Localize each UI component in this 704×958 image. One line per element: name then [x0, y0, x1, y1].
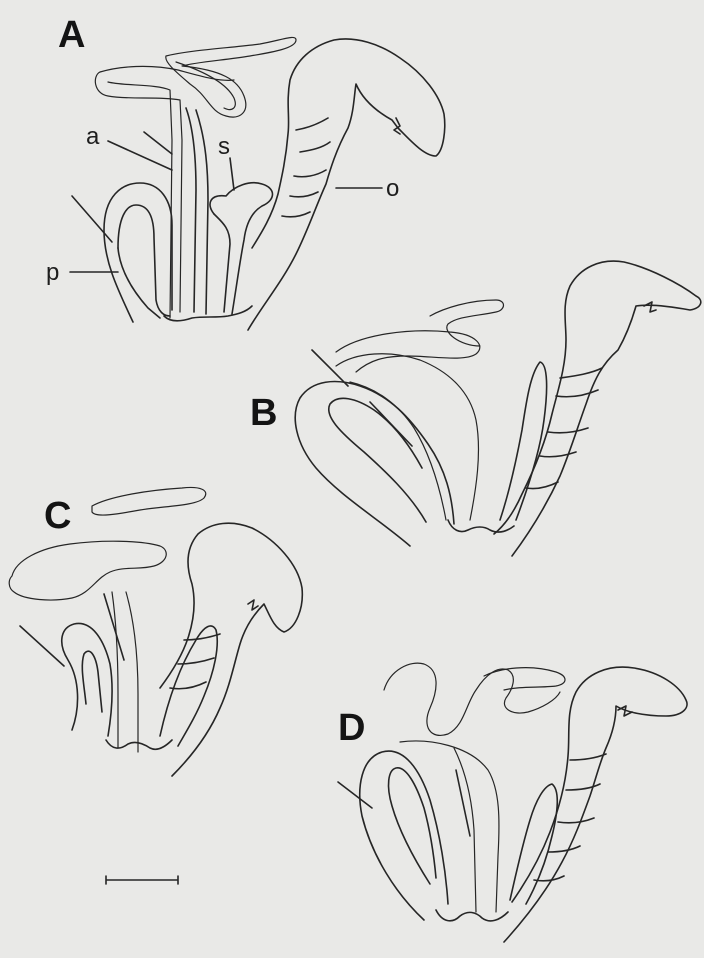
- panel-c-base: [106, 740, 172, 749]
- panel-d-flagellum: [384, 663, 560, 735]
- panel-d-flagellum-2: [484, 668, 565, 690]
- panel-b-stylet: [370, 402, 412, 446]
- panel-c-penis-sheath: [62, 623, 112, 736]
- label-a: a: [86, 123, 100, 150]
- panel-a-spermatheca: [210, 183, 273, 314]
- panel-b-penis-inner: [329, 398, 426, 522]
- panel-b-base: [448, 520, 514, 532]
- panel-b: B: [250, 261, 701, 556]
- panel-letter-a: A: [58, 14, 85, 56]
- panel-a: A a s o p: [46, 14, 445, 330]
- panel-d-penis-inner: [389, 768, 436, 884]
- scale-bar: [106, 876, 178, 884]
- panel-c-penis-inner: [82, 651, 102, 712]
- panel-d-base: [436, 910, 508, 921]
- panel-c-atrium-duct: [112, 592, 118, 748]
- panel-d-spermatheca: [510, 784, 557, 904]
- panel-b-retractor: [312, 350, 348, 386]
- panel-a-leader-a: [108, 141, 172, 170]
- panel-a-small-stylet: [144, 132, 172, 154]
- panel-a-penis-sheath: [104, 183, 172, 322]
- panel-a-vagina: [186, 108, 196, 312]
- panel-a-retractor: [72, 196, 112, 242]
- panel-c-flagellum: [92, 487, 206, 515]
- panel-letter-b: B: [250, 392, 277, 434]
- panel-a-flagellum: [166, 37, 296, 117]
- panel-a-oviduct-segments: [282, 118, 330, 217]
- panel-b-spermatheca: [500, 362, 547, 520]
- panel-letter-d: D: [338, 707, 365, 749]
- panel-a-leader-s: [230, 158, 234, 190]
- panel-c: C: [9, 487, 302, 776]
- panel-letter-c: C: [44, 495, 71, 537]
- panel-a-oviduct: [248, 39, 445, 330]
- panel-c-spermatheca: [160, 626, 217, 746]
- label-o: o: [386, 175, 399, 202]
- panel-a-penis-inner: [118, 205, 170, 316]
- panel-d-oviduct: [504, 667, 687, 942]
- panel-d-retractor: [338, 782, 372, 808]
- scale-bar-line: [106, 876, 178, 884]
- panel-a-duct-loop-inner: [108, 82, 172, 318]
- panel-d: D: [338, 663, 687, 942]
- panel-a-duct-loop-outer: [95, 72, 182, 312]
- panel-c-oviduct: [160, 523, 302, 776]
- panel-a-base: [164, 306, 252, 321]
- panel-c-retractor: [20, 626, 64, 666]
- label-p: p: [46, 259, 59, 286]
- panel-b-vagina: [350, 382, 446, 520]
- label-s: s: [218, 133, 230, 160]
- panel-b-flagellum: [336, 300, 504, 372]
- panel-c-flagellum-2: [9, 541, 166, 600]
- panel-c-vagina: [126, 592, 138, 752]
- panel-b-oviduct-segments: [526, 368, 602, 489]
- panel-b-oviduct-notch: [644, 302, 656, 312]
- panel-a-penis-inner-2: [118, 248, 160, 318]
- panel-d-stylet: [456, 770, 470, 836]
- panel-c-oviduct-notch: [248, 600, 258, 610]
- panel-a-spermatheca-duct: [214, 214, 230, 312]
- panel-a-vagina-inner: [196, 110, 208, 314]
